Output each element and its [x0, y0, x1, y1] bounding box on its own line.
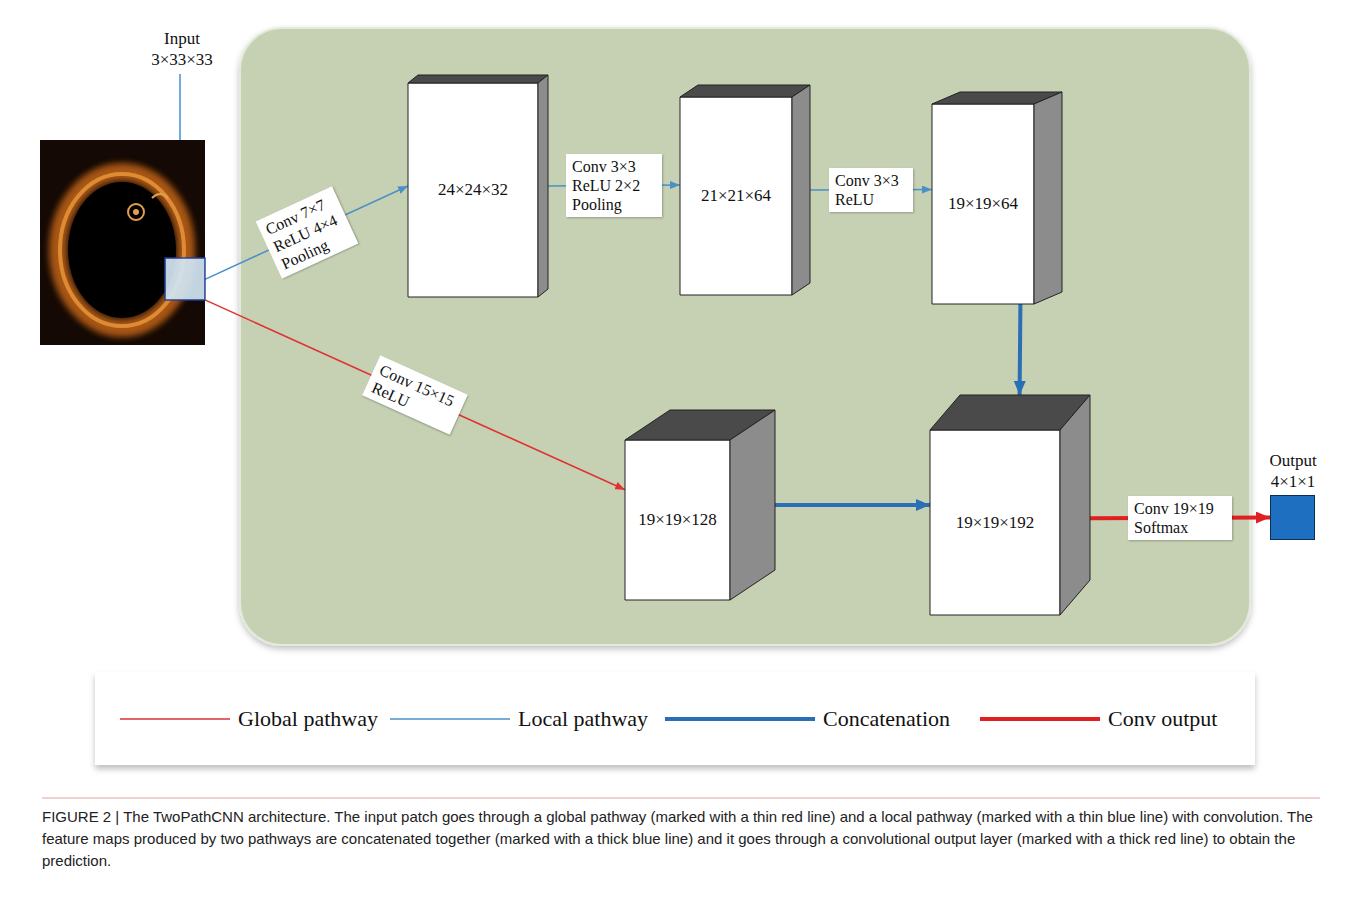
layer-label: Conv 3×3 ReLU	[829, 168, 913, 212]
box-side	[792, 85, 810, 295]
box-face: 21×21×64	[680, 97, 792, 295]
legend-item: Local pathway	[390, 672, 648, 765]
oct-image	[40, 140, 205, 345]
guidewire-arc	[152, 194, 168, 198]
legend-line	[120, 718, 230, 720]
input-patch	[165, 258, 205, 300]
map-size: 21×21×64	[701, 186, 771, 206]
global-arrow	[205, 300, 625, 490]
legend-text: Conv output	[1108, 706, 1217, 732]
input-heading: Input 3×33×33	[143, 28, 221, 70]
box-front	[932, 104, 1034, 304]
legend-line	[665, 717, 815, 721]
network-panel	[240, 28, 1250, 645]
map-size: 24×24×32	[438, 180, 508, 200]
catheter-core	[133, 209, 139, 215]
image-ground	[40, 140, 205, 345]
legend-line-sample	[980, 713, 1100, 725]
box-front	[680, 97, 792, 295]
catheter-ring	[128, 204, 144, 220]
box-top	[680, 85, 810, 97]
box-front	[625, 440, 730, 600]
vessel-wall-glow	[58, 172, 186, 328]
box-side	[1060, 395, 1090, 615]
box-face: 19×19×192	[930, 430, 1060, 615]
legend-item: Global pathway	[120, 672, 378, 765]
legend-item: Concatenation	[665, 672, 950, 765]
box-front	[408, 83, 538, 297]
local-arrow	[205, 186, 408, 279]
layer-label: Conv 19×19 Softmax	[1128, 496, 1232, 540]
box-side	[730, 410, 775, 600]
feature-map: 24×24×32	[408, 75, 548, 297]
output-box: Output 4×1×1	[1270, 495, 1315, 540]
feature-map: 19×19×64	[932, 92, 1062, 304]
box-top	[408, 75, 548, 83]
legend-text: Global pathway	[238, 706, 378, 732]
box-side	[1034, 92, 1062, 304]
legend-line	[980, 717, 1100, 721]
vessel-lumen	[68, 182, 176, 318]
concat-map: 19×19×192	[930, 395, 1090, 615]
box-outline	[625, 410, 775, 600]
box-face: 24×24×32	[408, 83, 538, 297]
box-outline	[930, 395, 1090, 615]
caption-rule	[42, 798, 1320, 799]
map-size: 19×19×128	[638, 510, 717, 530]
box-side	[538, 75, 548, 297]
legend-line-sample	[665, 713, 815, 725]
legend-box: Global pathway Local pathway Concatenation…	[95, 672, 1255, 765]
legend-text: Concatenation	[823, 706, 950, 732]
map-size: 19×19×64	[948, 194, 1018, 214]
legend-item: Conv output	[980, 672, 1217, 765]
output-heading: Output 4×1×1	[1259, 450, 1327, 492]
box-face: 19×19×64	[932, 104, 1034, 304]
figure-caption: FIGURE 2 | The TwoPathCNN architecture. …	[42, 806, 1324, 872]
map-size: 19×19×192	[956, 513, 1035, 533]
vessel-wall	[60, 174, 184, 326]
box-face: 19×19×128	[625, 440, 730, 600]
legend-line-sample	[120, 713, 230, 725]
box-front	[930, 430, 1060, 615]
concat-arrow	[1018, 304, 1023, 395]
feature-map: 21×21×64	[680, 85, 810, 295]
input-image: Input 3×33×33	[40, 140, 205, 345]
concat-arrow	[775, 503, 930, 507]
layer-label: Conv 3×3 ReLU 2×2 Pooling	[566, 154, 662, 217]
feature-map: 19×19×128	[625, 410, 775, 600]
legend-line	[390, 718, 510, 720]
legend-text: Local pathway	[518, 706, 648, 732]
legend-line-sample	[390, 713, 510, 725]
